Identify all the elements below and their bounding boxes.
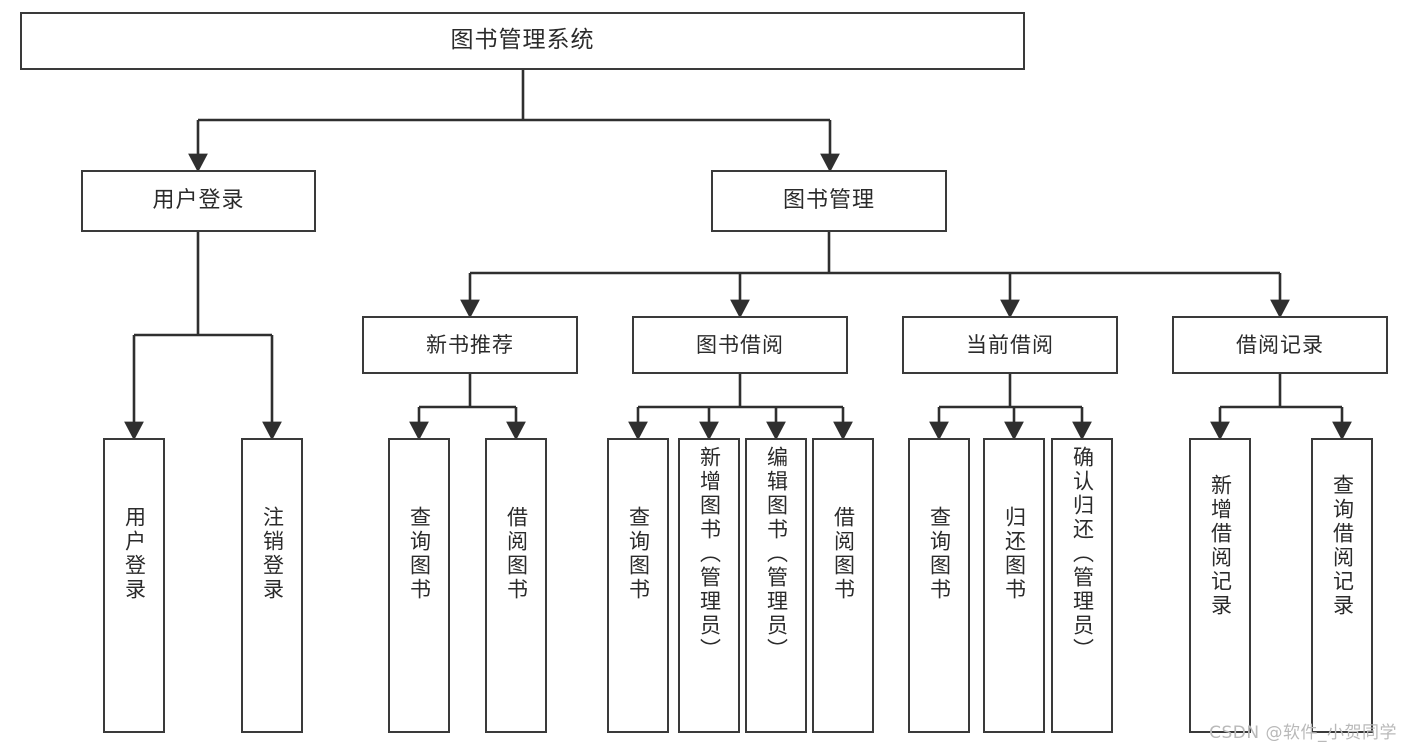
node-book-management[interactable]: 图书管理 <box>711 170 947 232</box>
leaf-add-book-admin-label: 新增图书（管理员） <box>697 446 722 662</box>
node-current-borrowing[interactable]: 当前借阅 <box>902 316 1118 374</box>
leaf-return-books[interactable]: 归还图书 <box>983 438 1045 733</box>
leaf-return-books-label: 归还图书 <box>1002 506 1027 602</box>
leaf-confirm-return-admin[interactable]: 确认归还（管理员） <box>1051 438 1113 733</box>
leaf-query-books-new-label: 查询图书 <box>407 506 432 602</box>
leaf-borrow-books-new-label: 借阅图书 <box>504 506 529 602</box>
node-root-system[interactable]: 图书管理系统 <box>20 12 1025 70</box>
node-book-management-label: 图书管理 <box>782 188 875 214</box>
leaf-borrow-books[interactable]: 借阅图书 <box>812 438 874 733</box>
csdn-watermark: CSDN @软件_小贺同学 <box>1209 723 1397 743</box>
leaf-user-login[interactable]: 用户登录 <box>103 438 165 733</box>
node-book-borrowing-label: 图书借阅 <box>696 332 784 357</box>
node-user-login-label: 用户登录 <box>152 188 245 214</box>
leaf-confirm-return-admin-label: 确认归还（管理员） <box>1070 446 1095 662</box>
leaf-edit-book-admin-label: 编辑图书（管理员） <box>764 446 789 662</box>
node-root-system-label: 图书管理系统 <box>450 27 595 54</box>
leaf-query-books-current-label: 查询图书 <box>927 506 952 602</box>
leaf-logout-login-label: 注销登录 <box>260 506 285 602</box>
leaf-query-books-borrow-label: 查询图书 <box>626 506 651 602</box>
leaf-query-borrow-record[interactable]: 查询借阅记录 <box>1311 438 1373 733</box>
node-current-borrowing-label: 当前借阅 <box>966 332 1054 357</box>
leaf-borrow-books-new[interactable]: 借阅图书 <box>485 438 547 733</box>
node-user-login[interactable]: 用户登录 <box>81 170 316 232</box>
leaf-add-borrow-record-label: 新增借阅记录 <box>1208 474 1233 618</box>
node-book-borrowing[interactable]: 图书借阅 <box>632 316 848 374</box>
leaf-user-login-label: 用户登录 <box>122 506 147 602</box>
leaf-query-books-current[interactable]: 查询图书 <box>908 438 970 733</box>
leaf-edit-book-admin[interactable]: 编辑图书（管理员） <box>745 438 807 733</box>
leaf-add-borrow-record[interactable]: 新增借阅记录 <box>1189 438 1251 733</box>
node-borrowing-records-label: 借阅记录 <box>1236 332 1324 357</box>
node-borrowing-records[interactable]: 借阅记录 <box>1172 316 1388 374</box>
leaf-logout-login[interactable]: 注销登录 <box>241 438 303 733</box>
leaf-add-book-admin[interactable]: 新增图书（管理员） <box>678 438 740 733</box>
leaf-query-books-new[interactable]: 查询图书 <box>388 438 450 733</box>
leaf-query-books-borrow[interactable]: 查询图书 <box>607 438 669 733</box>
leaf-borrow-books-label: 借阅图书 <box>831 506 856 602</box>
node-new-book-recommendation[interactable]: 新书推荐 <box>362 316 578 374</box>
leaf-query-borrow-record-label: 查询借阅记录 <box>1330 474 1355 618</box>
node-new-book-recommendation-label: 新书推荐 <box>426 332 514 357</box>
